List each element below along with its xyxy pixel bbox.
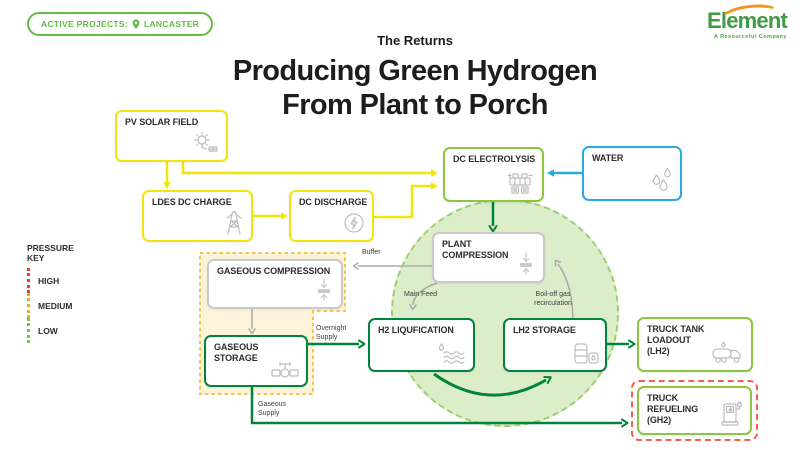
node-label: LH2 STORAGE — [513, 325, 576, 335]
node-label: TRUCK REFUELING (GH2) — [647, 393, 699, 425]
node-label: H2 LIQUFICATION — [378, 325, 454, 335]
gaseous-supply-label: Gaseous Supply — [258, 401, 287, 418]
node-truck-tank-loadout: TRUCK TANK LOADOUT (LH2) — [637, 317, 753, 372]
node-gaseous-storage: GASEOUS STORAGE — [204, 335, 308, 387]
arrow-discharge-to-electrolysis — [374, 182, 438, 219]
logo-wordmark: Element — [707, 1, 788, 32]
node-label: DC ELECTROLYSIS — [453, 154, 536, 164]
node-h2-liquification: H2 LIQUFICATION — [368, 318, 475, 372]
arrow-pv-to-electrolysis — [181, 162, 438, 177]
node-water: WATER — [582, 146, 682, 201]
title-line-2: From Plant to Porch — [282, 89, 548, 122]
title-block: The Returns Producing Green Hydrogen Fro… — [150, 33, 680, 122]
compressor-icon — [520, 252, 532, 275]
tanker-truck-icon — [712, 341, 741, 363]
location-pin-icon — [132, 19, 140, 29]
node-pv-solar-field: PV SOLAR FIELD — [115, 110, 228, 162]
node-gaseous-compression: GASEOUS COMPRESSION — [207, 259, 343, 309]
node-label: PV SOLAR FIELD — [125, 117, 199, 127]
arrow-boil-off — [554, 259, 574, 319]
pressure-key: PRESSURE KEY HIGH MEDIUM LOW — [27, 243, 74, 344]
pressure-key-title: PRESSURE KEY — [27, 243, 74, 264]
boil-off-label: Boil-off gas recirculation — [534, 291, 572, 308]
storage-tanks-icon — [574, 343, 599, 364]
arrow-liquification-to-lh2 — [433, 372, 552, 397]
kicker: The Returns — [377, 33, 453, 48]
arrow-gaseous-supply — [250, 387, 629, 428]
title-line-1: Producing Green Hydrogen — [232, 55, 598, 87]
high-pressure-region — [631, 380, 758, 441]
main-feed-label: Main Feed — [404, 291, 438, 298]
element-logo: Element A Resourceful Company — [699, 1, 788, 40]
badge-location: LANCASTER — [143, 19, 200, 29]
active-projects-badge: ACTIVE PROJECTS: LANCASTER — [27, 12, 214, 36]
node-dc-discharge: DC DISCHARGE — [289, 190, 374, 242]
pressure-key-low: LOW — [27, 318, 74, 344]
water-droplets-icon — [652, 167, 671, 191]
lightning-circle-icon — [344, 213, 364, 233]
node-label: GASEOUS STORAGE — [214, 342, 259, 363]
buffer-label: Buffer — [362, 249, 381, 256]
compressor-icon — [318, 278, 330, 301]
node-ldes-dc-charge: LDES DC CHARGE — [142, 190, 253, 242]
overnight-supply-label: Overnight Supply — [316, 325, 347, 342]
pressure-key-medium: MEDIUM — [27, 293, 74, 319]
node-plant-compression: PLANT COMPRESSION — [432, 232, 545, 283]
transmission-tower-icon — [226, 211, 242, 235]
electrolyzer-icon — [507, 173, 533, 194]
page-title: Producing Green Hydrogen From Plant to P… — [150, 54, 680, 122]
badge-label: ACTIVE PROJECTS: — [41, 19, 128, 29]
sun-solar-icon — [193, 131, 218, 152]
node-label: GASEOUS COMPRESSION — [217, 266, 331, 276]
node-label: LDES DC CHARGE — [152, 197, 232, 207]
node-label: DC DISCHARGE — [299, 197, 368, 207]
pressure-key-high: HIGH — [27, 268, 74, 294]
pipe-valve-icon — [271, 361, 299, 378]
logo-tagline: A Resourceful Company — [713, 34, 787, 40]
node-label: PLANT COMPRESSION — [442, 239, 509, 260]
fuel-dispenser-icon — [721, 401, 742, 426]
node-dc-electrolysis: DC ELECTROLYSIS — [443, 147, 544, 202]
arrow-main-feed — [409, 282, 438, 311]
node-lh2-storage: LH2 STORAGE — [503, 318, 607, 372]
node-label: TRUCK TANK LOADOUT (LH2) — [647, 324, 705, 356]
node-truck-refueling: TRUCK REFUELING (GH2) — [637, 386, 752, 435]
liquid-waves-icon — [438, 343, 465, 364]
node-label: WATER — [592, 153, 624, 163]
